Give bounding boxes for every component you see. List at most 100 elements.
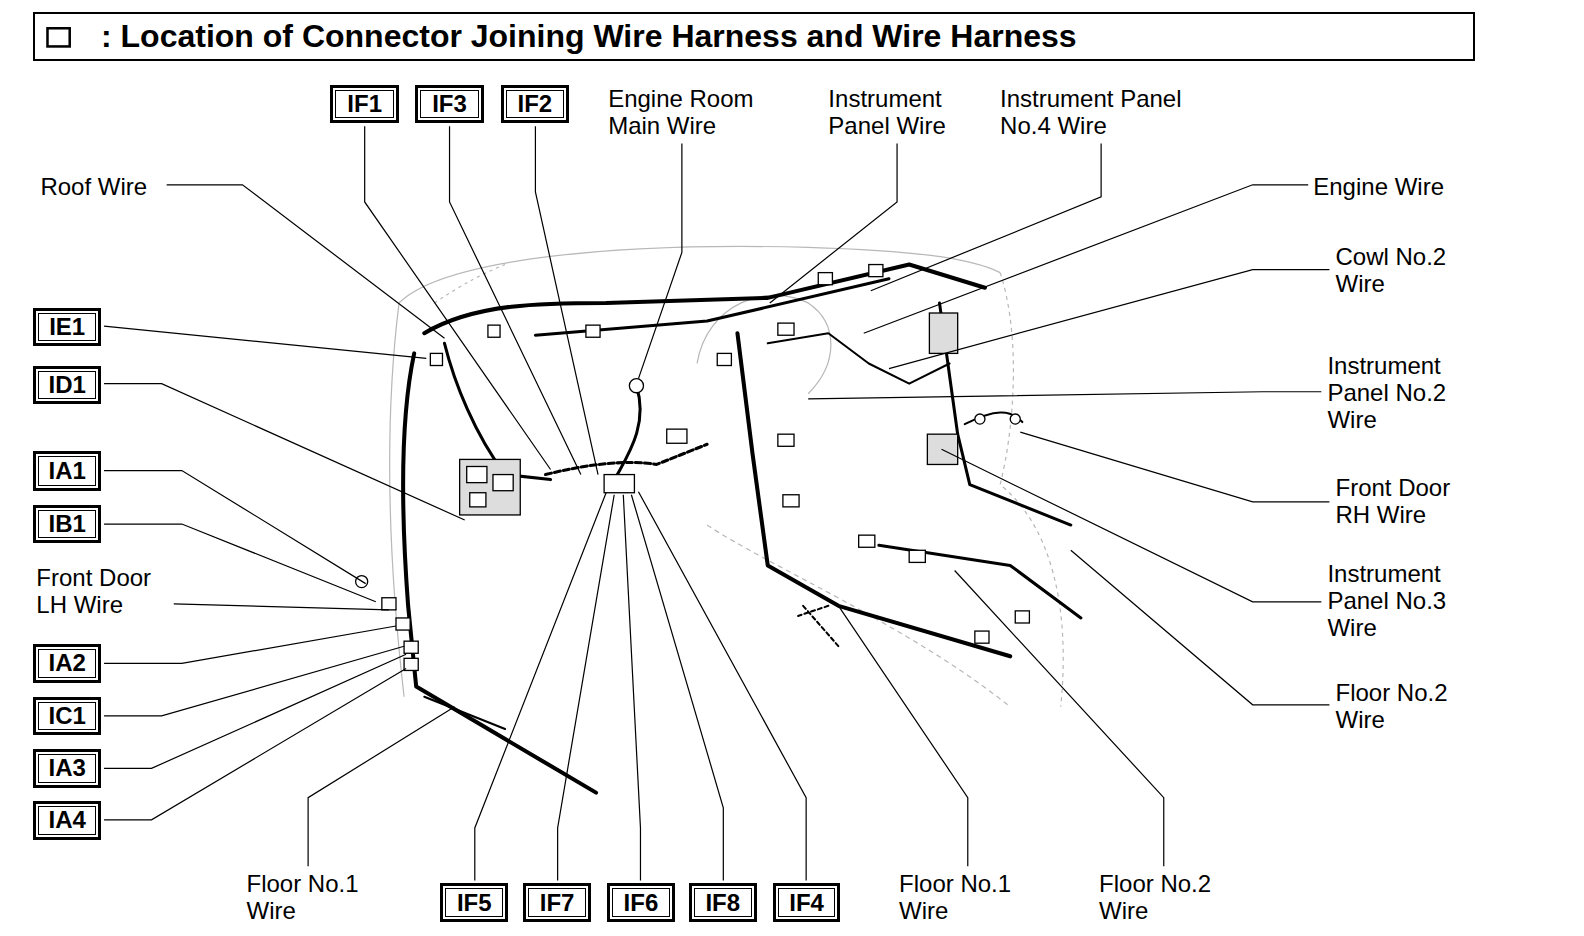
leader-line	[864, 185, 1308, 333]
leader-line	[308, 707, 454, 867]
leader-line	[174, 604, 389, 610]
connector-code: IA3	[48, 755, 85, 781]
leader-line	[167, 185, 445, 338]
connector	[717, 353, 731, 365]
leader-line	[104, 646, 404, 716]
connector	[404, 641, 418, 653]
leader-lines	[104, 126, 1329, 880]
harness-run	[965, 412, 1023, 424]
connector	[430, 353, 442, 365]
leader-line	[770, 143, 897, 303]
connector-code-box: IF4	[773, 883, 841, 921]
wire-name: Front Door LH Wire	[36, 564, 181, 618]
leader-line	[558, 495, 615, 881]
leader-line	[104, 626, 396, 663]
leader-line	[838, 606, 967, 867]
connector	[783, 495, 799, 507]
wire-name: Instrument Panel Wire	[828, 85, 978, 139]
connector-code-box: IF1	[330, 85, 399, 123]
connector	[470, 493, 486, 507]
pillar-outline	[434, 265, 505, 303]
wire-name: Cowl No.2 Wire	[1335, 243, 1465, 297]
harness-run	[424, 697, 505, 729]
connector	[859, 535, 875, 547]
connector-code: IC1	[48, 703, 85, 729]
diagram-title: : Location of Connector Joining Wire Har…	[101, 18, 1077, 54]
connector-code: IF8	[705, 890, 740, 916]
connector	[493, 475, 513, 491]
connector-code-box: IA3	[33, 749, 101, 787]
connector	[396, 618, 410, 630]
connector-code-box: IF7	[523, 883, 591, 921]
leader-line	[638, 492, 806, 881]
connector	[604, 475, 634, 493]
wire-name: Floor No.1 Wire	[246, 870, 376, 924]
harness-run	[798, 606, 838, 646]
leader-line	[104, 654, 406, 768]
leader-line	[1071, 550, 1330, 704]
connector-code: IF1	[347, 91, 382, 117]
wire-name: Instrument Panel No.3 Wire	[1327, 560, 1472, 641]
connector-code-box: IF5	[440, 883, 508, 921]
connector-code: IF2	[518, 91, 553, 117]
connector	[488, 325, 500, 337]
connector-code: ID1	[48, 372, 85, 398]
harness-run	[879, 545, 1081, 618]
connector	[667, 429, 687, 443]
connector-code-box: IF6	[607, 883, 675, 921]
connector-code-box: IA1	[33, 451, 101, 490]
leader-line	[623, 495, 640, 881]
vehicle-outline	[390, 246, 1063, 706]
connector-code-box: IE1	[33, 308, 101, 346]
leader-line	[104, 384, 465, 520]
steering-outline	[697, 295, 831, 393]
wire-name: Floor No.2 Wire	[1099, 870, 1229, 924]
leader-line	[365, 126, 551, 469]
leader-line	[450, 126, 581, 474]
connector-code-box: IB1	[33, 505, 101, 543]
leader-line	[942, 449, 1322, 601]
leader-line	[535, 126, 598, 474]
connector-code-box: IC1	[33, 697, 101, 735]
harness-run	[737, 333, 1010, 656]
harness-run	[616, 386, 640, 477]
connector-code: IE1	[49, 314, 85, 340]
wire-name: Engine Room Main Wire	[608, 85, 788, 139]
connector	[1015, 611, 1029, 623]
connector	[778, 323, 794, 335]
connector-code-box: IF3	[415, 85, 484, 123]
connector-code: IA4	[48, 807, 85, 833]
junction-block	[460, 459, 521, 515]
floor-outline	[707, 525, 1010, 707]
wire-name: Instrument Panel No.2 Wire	[1327, 352, 1472, 433]
connector-code-box: IF2	[501, 85, 569, 123]
connector-group	[356, 265, 1030, 671]
connector	[869, 265, 883, 277]
connector	[778, 434, 794, 446]
connector-code-box: IF8	[689, 883, 757, 921]
connector	[975, 631, 989, 643]
connector-code-box: IA4	[33, 801, 101, 840]
connector	[909, 550, 925, 562]
connector-code-box: ID1	[33, 366, 101, 404]
leader-line	[104, 326, 426, 358]
leader-line	[955, 570, 1164, 866]
wire-name: Instrument Panel No.4 Wire	[1000, 85, 1215, 139]
leader-line	[1020, 432, 1329, 502]
wire-name: Engine Wire	[1313, 173, 1483, 200]
connector-code: IA2	[48, 650, 85, 676]
connector	[818, 273, 832, 285]
leader-line	[889, 270, 1329, 369]
connector	[586, 325, 600, 337]
connector	[467, 466, 487, 482]
grommet	[975, 414, 985, 424]
grommet	[1010, 414, 1020, 424]
wire-name: Front Door RH Wire	[1335, 474, 1480, 528]
wire-name: Floor No.2 Wire	[1335, 679, 1465, 733]
connector-code: IF4	[789, 890, 824, 916]
connector-symbol	[47, 28, 69, 46]
harness-run	[768, 333, 950, 383]
leader-line	[871, 143, 1101, 290]
